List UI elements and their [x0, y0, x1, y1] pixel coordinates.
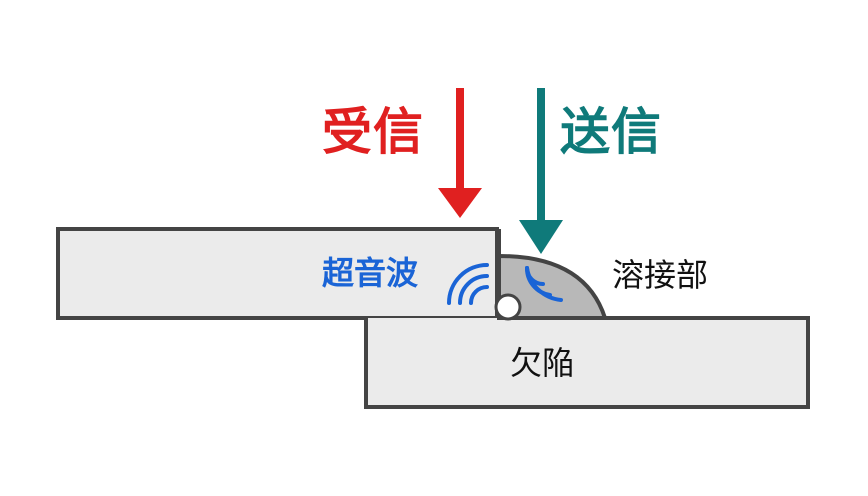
receive-label: 受信 — [322, 103, 424, 161]
ultrasonic-label: 超音波 — [322, 254, 419, 292]
defect-label: 欠陥 — [510, 344, 575, 382]
receive-arrow — [438, 88, 482, 218]
defect-void — [494, 293, 522, 321]
transmit-label: 送信 — [560, 103, 662, 161]
upper-plate — [56, 227, 499, 320]
ultrasonic-wave-icon — [447, 263, 489, 305]
weld-label: 溶接部 — [612, 256, 709, 294]
reflected-wave-icon — [524, 266, 563, 302]
transmit-arrow — [519, 88, 563, 254]
